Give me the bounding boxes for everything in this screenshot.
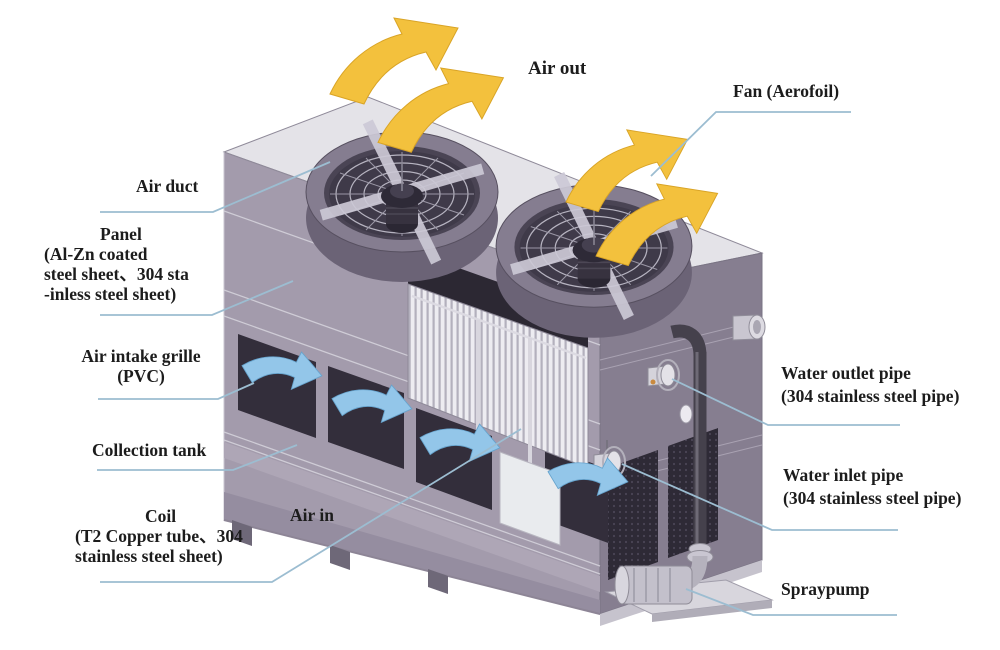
right-vent-grille	[668, 428, 718, 558]
label-coil: Coil (T2 Copper tube、304 stainless steel…	[75, 506, 243, 566]
label-air-duct: Air duct	[136, 176, 199, 196]
leader-air-duct	[100, 161, 331, 213]
top-right-stub	[732, 314, 766, 341]
label-panel: Panel (Al-Zn coated steel sheet、304 sta …	[44, 224, 189, 304]
base-strip	[224, 492, 600, 614]
leader-fan	[650, 111, 851, 177]
leader-water-inlet	[621, 463, 898, 531]
label-water-inlet: Water inlet pipe (304 stainless steel pi…	[783, 465, 962, 508]
support-feet	[232, 520, 448, 594]
label-air-intake: Air intake grille (PVC)	[81, 346, 201, 386]
label-air-out: Air out	[528, 58, 587, 79]
label-air-in: Air in	[290, 505, 334, 525]
riser-pipe	[670, 324, 707, 560]
label-collection-tank: Collection tank	[92, 440, 207, 460]
leader-water-outlet	[671, 378, 900, 426]
sensor-fitting	[679, 404, 693, 424]
leader-lines	[97, 111, 900, 616]
leader-air-intake	[98, 382, 255, 400]
leader-panel	[100, 280, 294, 316]
leader-collection-tank	[97, 444, 298, 471]
leader-spraypump	[685, 588, 897, 616]
label-fan: Fan (Aerofoil)	[733, 81, 840, 101]
spray-pump	[604, 543, 774, 622]
water-outlet-flange	[647, 359, 680, 391]
cutaway-white-panel	[499, 451, 561, 546]
leader-coil	[100, 428, 522, 583]
label-spraypump: Spraypump	[781, 579, 870, 599]
label-water-outlet: Water outlet pipe (304 stainless steel p…	[781, 363, 960, 406]
collection-tank-band	[224, 442, 600, 592]
